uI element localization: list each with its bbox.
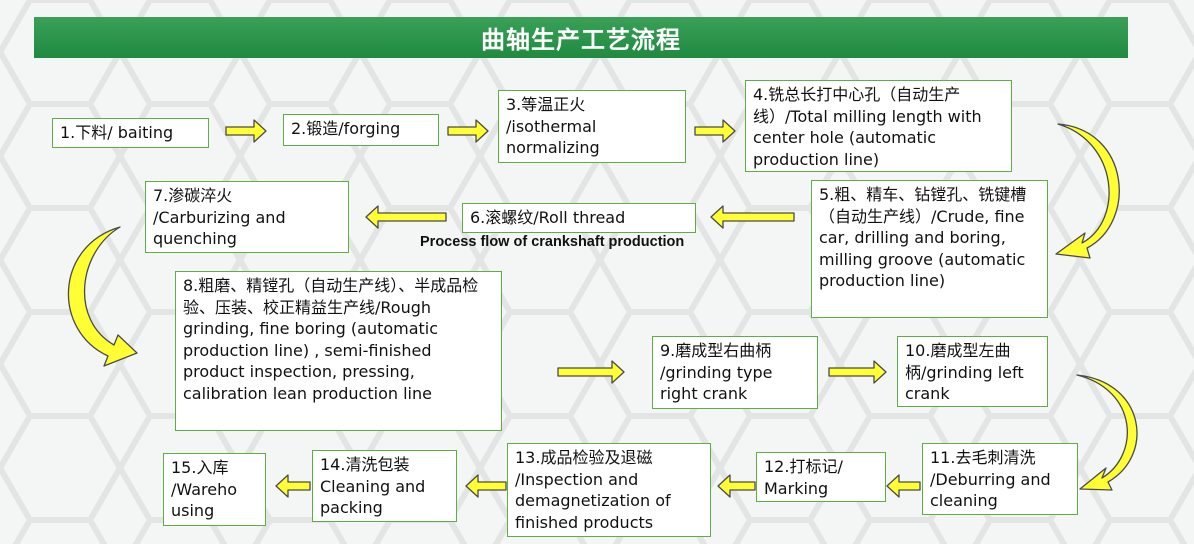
flow-subtitle: Process flow of crankshaft production: [420, 234, 685, 250]
page-title: 曲轴生产工艺流程: [34, 17, 1128, 58]
arrow-9-to-10: [828, 360, 887, 384]
arrow-5-to-6: [710, 205, 795, 229]
step-15-warehousing: 15.入库 /Wareho using: [163, 453, 266, 526]
step-11-deburring: 11.去毛刺清洗 /Deburring and cleaning: [922, 443, 1078, 515]
step-9-grinding-right-crank: 9.磨成型右曲柄 /grinding type right crank: [652, 336, 818, 409]
arrow-6-to-7: [365, 205, 447, 229]
curved-arrow-4-to-5: [1055, 123, 1120, 259]
step-13-inspection-demagnetization: 13.成品检验及退磁 /Inspection and demagnetizati…: [507, 443, 711, 537]
step-6-roll-thread: 6.滚螺纹/Roll thread: [462, 203, 696, 233]
step-14-cleaning-packing: 14.清洗包装 Cleaning and packing: [312, 450, 457, 522]
arrow-1-to-2: [225, 119, 267, 143]
step-10-grinding-left-crank: 10.磨成型左曲柄/grinding left crank: [897, 336, 1048, 407]
arrow-3-to-4: [694, 119, 736, 143]
arrow-13-to-14: [465, 474, 507, 498]
step-2-forging: 2.锻造/forging: [283, 114, 439, 146]
arrow-2-to-3: [447, 119, 489, 143]
arrow-12-to-13: [717, 474, 756, 498]
step-1-baiting: 1.下料/ baiting: [52, 118, 209, 148]
arrow-14-to-15: [275, 474, 311, 498]
arrow-11-to-12: [886, 474, 921, 498]
step-8-rough-grinding: 8.粗磨、精镗孔（自动生产线）、半成品检验、压装、校正精益生产线/Rough g…: [175, 271, 502, 431]
curved-arrow-10-to-11: [1076, 374, 1138, 491]
step-3-isothermal-normalizing: 3.等温正火 /isothermal normalizing: [498, 90, 686, 163]
curved-arrow-7-to-8: [67, 226, 138, 367]
step-12-marking: 12.打标记/ Marking: [756, 452, 886, 502]
arrow-8-to-9: [557, 360, 625, 384]
step-5-crude-fine-car: 5.粗、精车、钻镗孔、铣键槽（自动生产线）/Crude, fine car, d…: [811, 180, 1048, 318]
step-7-carburizing: 7.渗碳淬火 /Carburizing and quenching: [145, 181, 349, 253]
step-4-total-milling: 4.铣总长打中心孔（自动生产线）/Total milling length wi…: [745, 80, 1012, 172]
